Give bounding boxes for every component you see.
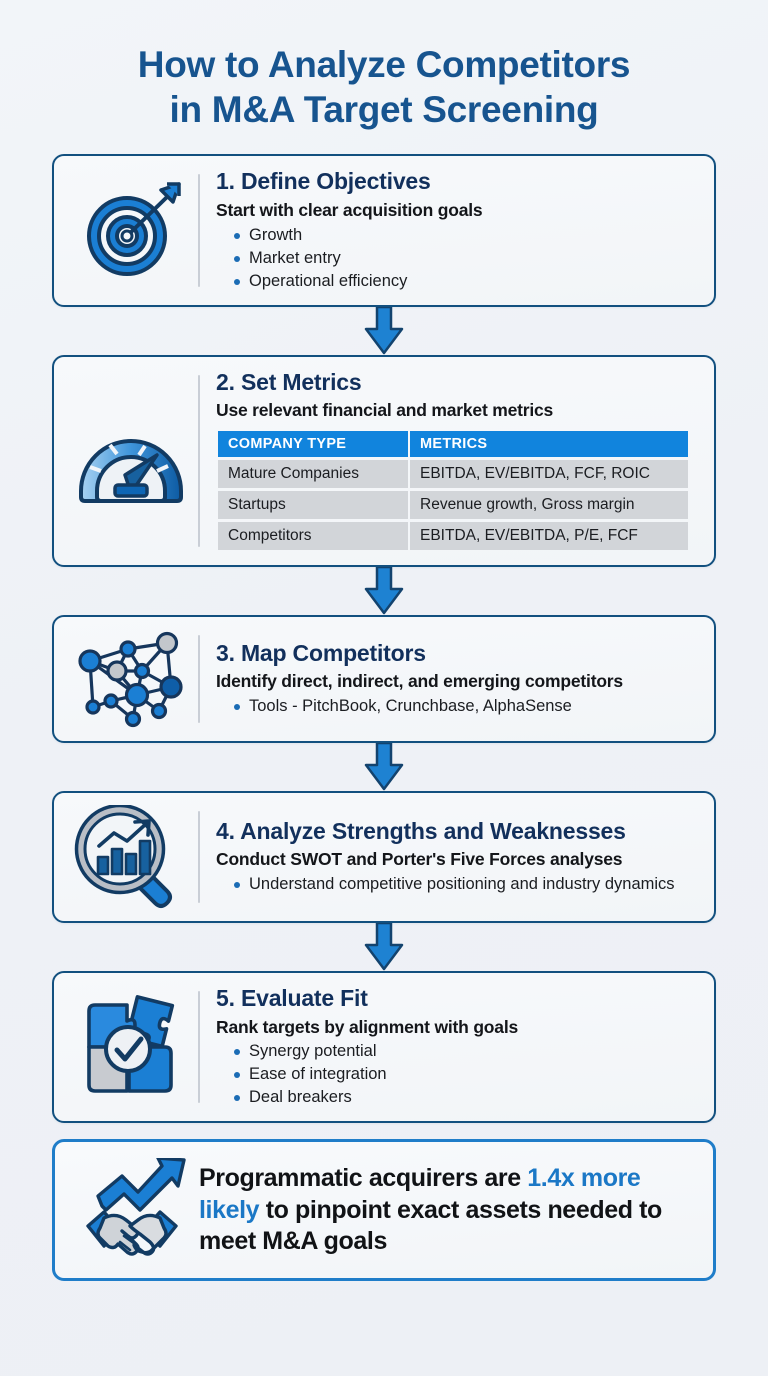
list-item: Synergy potential — [234, 1041, 694, 1063]
network-nodes-icon — [64, 629, 198, 729]
step-subtitle: Start with clear acquisition goals — [216, 199, 483, 220]
cell-metrics: EBITDA, EV/EBITDA, P/E, FCF — [410, 522, 688, 550]
table-row: Mature Companies EBITDA, EV/EBITDA, FCF,… — [218, 460, 688, 488]
list-item: Tools - PitchBook, Crunchbase, AlphaSens… — [234, 696, 694, 718]
step-title: 4. Analyze Strengths and Weaknesses — [216, 817, 626, 844]
cell-metrics: Revenue growth, Gross margin — [410, 491, 688, 519]
down-arrow-icon — [52, 743, 716, 791]
step-bullet-list: Synergy potential Ease of integration De… — [234, 1041, 694, 1109]
target-arrow-icon — [64, 178, 198, 282]
metrics-table: COMPANY TYPE METRICS Mature Companies EB… — [216, 428, 690, 553]
title-line-2: in M&A Target Screening — [169, 89, 599, 131]
callout-text-part-2: to pinpoint exact assets needed to meet … — [199, 1195, 662, 1256]
list-item: Deal breakers — [234, 1087, 694, 1109]
step-bullet-list: Understand competitive positioning and i… — [234, 874, 694, 896]
step-card-map-competitors[interactable]: 3. Map Competitors Identify direct, indi… — [52, 615, 716, 743]
magnifier-bar-chart-icon — [64, 805, 198, 909]
step-card-set-metrics[interactable]: 2. Set Metrics Use relevant financial an… — [52, 354, 716, 567]
step-card-define-objectives[interactable]: 1. Define Objectives Start with clear ac… — [52, 154, 716, 307]
step-bullet-list: Tools - PitchBook, Crunchbase, AlphaSens… — [234, 696, 694, 718]
page-title: How to Analyze Competitors in M&A Target… — [0, 0, 768, 132]
step-body: 4. Analyze Strengths and Weaknesses Cond… — [216, 818, 700, 896]
down-arrow-icon — [52, 306, 716, 355]
table-row: Startups Revenue growth, Gross margin — [218, 491, 688, 519]
step-title: 1. Define Objectives — [216, 168, 431, 195]
step-subtitle: Conduct SWOT and Porter's Five Forces an… — [216, 849, 623, 870]
table-row: Competitors EBITDA, EV/EBITDA, P/E, FCF — [218, 522, 688, 550]
step-card-analyze-strengths-weaknesses[interactable]: 4. Analyze Strengths and Weaknesses Cond… — [52, 791, 716, 923]
title-line-1: How to Analyze Competitors — [137, 44, 631, 85]
handshake-growth-icon — [65, 1158, 199, 1262]
card-divider — [198, 174, 200, 287]
step-bullet-list: Growth Market entry Operational efficien… — [234, 225, 694, 293]
table-header-row: COMPANY TYPE METRICS — [218, 431, 688, 457]
card-divider — [198, 374, 200, 547]
list-item: Understand competitive positioning and i… — [234, 874, 694, 896]
cell-company-type: Mature Companies — [218, 460, 408, 488]
step-subtitle: Identify direct, indirect, and emerging … — [216, 671, 623, 692]
cell-metrics: EBITDA, EV/EBITDA, FCF, ROIC — [410, 460, 688, 488]
column-header-metrics: METRICS — [410, 431, 688, 457]
step-title: 3. Map Competitors — [216, 639, 426, 666]
cell-company-type: Competitors — [218, 522, 408, 550]
step-body: 2. Set Metrics Use relevant financial an… — [216, 369, 700, 553]
step-subtitle: Use relevant financial and market metric… — [216, 400, 554, 421]
step-body: 1. Define Objectives Start with clear ac… — [216, 168, 700, 292]
callout-text-part-1: Programmatic acquirers are — [199, 1164, 528, 1193]
callout-card[interactable]: Programmatic acquirers are 1.4x more lik… — [52, 1139, 716, 1282]
column-header-company-type: COMPANY TYPE — [218, 431, 408, 457]
gauge-speedometer-icon — [64, 411, 198, 511]
step-subtitle: Rank targets by alignment with goals — [216, 1016, 519, 1037]
callout-highlight-1: 1.4x — [527, 1164, 575, 1193]
step-title: 2. Set Metrics — [216, 368, 362, 395]
step-body: 5. Evaluate Fit Rank targets by alignmen… — [216, 985, 700, 1109]
card-divider — [198, 635, 200, 723]
callout-highlight-2: more likely — [199, 1164, 641, 1224]
step-title: 5. Evaluate Fit — [216, 985, 368, 1011]
step-card-evaluate-fit[interactable]: 5. Evaluate Fit Rank targets by alignmen… — [52, 971, 716, 1124]
cell-company-type: Startups — [218, 491, 408, 519]
down-arrow-icon — [52, 923, 716, 971]
card-divider — [198, 811, 200, 903]
card-divider — [198, 991, 200, 1104]
list-item: Market entry — [234, 248, 694, 270]
list-item: Ease of integration — [234, 1064, 694, 1086]
steps-stack: 1. Define Objectives Start with clear ac… — [0, 154, 768, 1282]
down-arrow-icon — [52, 567, 716, 615]
step-body: 3. Map Competitors Identify direct, indi… — [216, 640, 700, 718]
list-item: Operational efficiency — [234, 271, 694, 293]
puzzle-check-icon — [64, 993, 198, 1101]
list-item: Growth — [234, 225, 694, 247]
callout-text: Programmatic acquirers are 1.4x more lik… — [199, 1163, 697, 1258]
